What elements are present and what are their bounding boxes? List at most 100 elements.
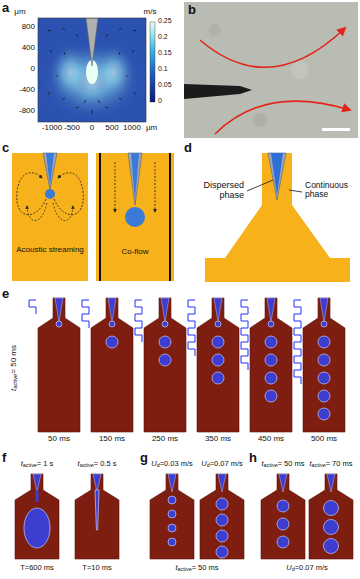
micrograph [184,2,358,138]
needle [279,474,287,492]
continuous-phase [12,153,88,281]
needle [43,153,57,190]
streaming-label: Acoustic streaming [13,246,87,255]
droplet [216,498,228,510]
channel [200,474,244,559]
channel [91,298,133,432]
droplet [212,336,224,348]
droplet [215,321,221,327]
droplet [318,408,330,420]
continuous-phase [205,153,350,282]
panel-letter: g [140,451,148,465]
droplet [159,336,171,348]
parameter-label: Ud=0.07 m/s [286,564,328,572]
parameter-label: tactive= 50 ms [261,460,304,468]
needle [93,474,101,492]
pulse-train [82,300,89,328]
plot-background [38,18,146,122]
pulse-train [241,300,248,370]
channel-wall [99,153,101,281]
droplet [216,546,228,558]
liquid-jet [95,490,99,530]
panel-letter: d [184,141,192,155]
droplet [162,321,168,327]
velocity-field-plot [38,18,155,122]
streaming-loop [54,173,83,215]
channel [75,474,119,559]
droplet [24,508,50,548]
time-label: 250 ms [152,435,178,444]
axis-tick: -500 [64,124,80,133]
pulse-train [294,300,301,384]
leader-line [247,180,273,191]
panel-letter: c [2,141,9,155]
droplet [265,336,277,348]
flow-arrow [200,28,345,67]
pulse-train [135,300,142,342]
phase-label: Dispersed phase [198,181,244,201]
time-label: 450 ms [258,435,284,444]
streaming-sketch [12,153,174,281]
droplet [216,514,228,526]
droplet [168,538,176,546]
droplet [125,207,145,227]
dispersed-phase [46,153,54,186]
needle [218,474,226,492]
droplet [321,321,327,327]
droplet [265,390,277,402]
droplet [277,500,289,512]
channel [38,298,80,432]
channel [197,298,239,432]
channel [144,298,186,432]
pulse-train [29,300,36,314]
streaming-loop [53,203,73,221]
needle [108,298,116,322]
channel [150,474,194,559]
needle [327,474,335,492]
colorbar-unit: m/s [144,8,157,17]
dispersed-phase [131,153,139,200]
time-label: 150 ms [99,435,125,444]
texture-blob [291,61,309,79]
scale-bar [322,128,350,131]
parameter-label: T=10 ms [82,564,111,572]
parameter-label: Ud=0.03 m/s [151,460,193,468]
channel [309,474,353,559]
panel-letter: f [2,451,6,465]
droplet [212,354,224,366]
droplet [277,536,289,548]
axis-tick: 0 [31,65,35,74]
texture-blob [209,24,221,36]
flow-arrow [215,101,350,134]
needle [214,298,222,322]
channel [250,298,292,432]
needle [267,298,275,322]
dispersed-phase [271,153,283,195]
time-label: 50 ms [48,435,70,444]
droplet [168,510,176,518]
colorbar-tick: 0.2 [158,33,168,41]
coflow-label: Co-flow [121,248,148,257]
panel-letter: h [249,451,257,465]
droplet [318,390,330,402]
axis-tick: 500 [105,124,118,133]
droplet [324,501,339,516]
droplet [56,321,62,327]
droplet [159,354,171,366]
droplet [318,372,330,384]
droplet [324,539,339,554]
field-map [42,18,142,120]
channel-wall [169,153,171,281]
droplet [277,518,289,530]
colorbar-tick: 0.1 [158,65,168,73]
streaming-loop [27,203,47,221]
time-label: 500 ms [311,435,337,444]
streaming-lobe [92,42,136,102]
colorbar [150,22,155,102]
droplet [318,354,330,366]
parameter-label: T=600 ms [20,564,54,572]
axis-unit: μm [14,8,25,17]
parameter-label: tactive= 50 ms [175,564,218,572]
droplet [265,354,277,366]
